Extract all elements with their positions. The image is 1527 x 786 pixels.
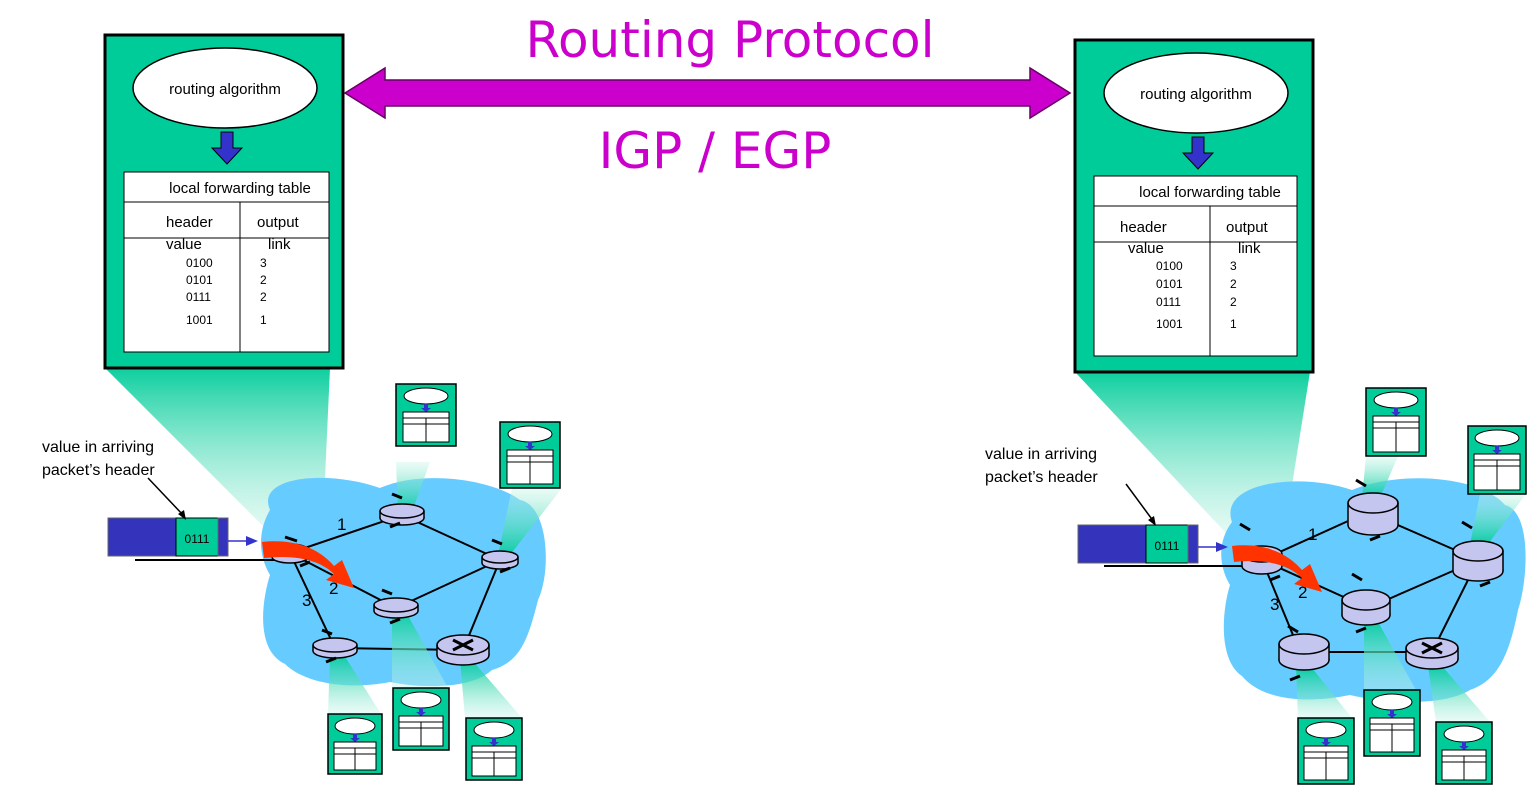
right-small-box-bottom-2: [1363, 689, 1421, 757]
right-row-link-0: 3: [1230, 259, 1237, 273]
right-packet-header-value: 0111: [1155, 539, 1180, 553]
left-row-link-2: 2: [260, 290, 267, 304]
left-row-header-1: 0101: [186, 273, 213, 287]
left-network: 1 2 3 0111 value in arriving packet’s he…: [42, 33, 562, 781]
left-switch-router: [436, 634, 490, 666]
right-network: 1 2 3 0111 value in arriving packet’s he…: [985, 38, 1527, 785]
right-small-box-top: [1365, 387, 1427, 457]
left-table-title: local forwarding table: [169, 180, 311, 197]
right-row-link-1: 2: [1230, 277, 1237, 291]
right-link-label-2: 2: [1298, 583, 1307, 602]
left-router-b: [379, 503, 425, 526]
title-routing-protocol: Routing Protocol: [525, 11, 934, 69]
right-annotation-line1: value in arriving: [985, 446, 1097, 463]
left-row-header-0: 0100: [186, 256, 213, 270]
right-col-header: header: [1120, 219, 1167, 236]
title-igp-egp: IGP / EGP: [599, 122, 832, 180]
right-small-box-bottom-1: [1297, 717, 1355, 785]
left-small-box-top: [395, 383, 457, 447]
right-row-link-3: 1: [1230, 317, 1237, 331]
left-link-label-2: 2: [329, 579, 338, 598]
right-col-output-sub: link: [1238, 240, 1261, 257]
left-link-label-3: 3: [302, 591, 311, 610]
right-down-arrow: [1181, 136, 1215, 170]
left-router-d: [373, 597, 419, 619]
left-col-output-sub: link: [268, 236, 291, 253]
right-row-header-2: 0111: [1156, 295, 1181, 309]
left-small-box-bottom-1: [327, 713, 383, 775]
left-small-box-bottom-2: [392, 687, 450, 751]
right-col-header-sub: value: [1128, 240, 1164, 257]
left-annotation-line1: value in arriving: [42, 439, 154, 456]
right-link-label-3: 3: [1270, 595, 1279, 614]
left-row-link-1: 2: [260, 273, 267, 287]
right-col-output: output: [1226, 219, 1269, 236]
left-col-header: header: [166, 214, 213, 231]
left-forwarding-arrow: [262, 541, 354, 588]
left-col-output: output: [257, 214, 300, 231]
right-switch-router: [1405, 637, 1459, 670]
right-annotation-line2: packet’s header: [985, 469, 1098, 486]
right-row-header-0: 0100: [1156, 259, 1183, 273]
right-link-label-1: 1: [1308, 525, 1317, 544]
right-routing-algorithm-label: routing algorithm: [1140, 86, 1252, 103]
left-routing-algorithm-label: routing algorithm: [169, 81, 281, 98]
left-network-cloud: [261, 477, 546, 687]
left-row-header-3: 1001: [186, 313, 213, 327]
right-forwarding-arrow: [1232, 545, 1322, 592]
left-packet: 0111: [107, 517, 229, 557]
left-down-arrow: [210, 131, 244, 165]
right-small-box-right: [1467, 425, 1527, 495]
right-row-link-2: 2: [1230, 295, 1237, 309]
left-router-e: [312, 637, 358, 659]
left-packet-header-value: 0111: [185, 532, 210, 546]
right-table-title: local forwarding table: [1139, 184, 1281, 201]
left-col-header-sub: value: [166, 236, 202, 253]
left-router-c: [481, 550, 519, 570]
right-row-header-1: 0101: [1156, 277, 1183, 291]
routing-protocol-double-arrow: [343, 66, 1072, 120]
right-router-d: [1341, 589, 1391, 626]
right-small-box-bottom-3: [1435, 721, 1493, 785]
right-packet: 0111: [1077, 524, 1199, 564]
right-routing-box: routing algorithm local forwarding table…: [1073, 38, 1315, 374]
right-row-header-3: 1001: [1156, 317, 1183, 331]
left-link-label-1: 1: [337, 515, 346, 534]
right-router-b: [1347, 492, 1399, 536]
left-row-link-3: 1: [260, 313, 267, 327]
right-router-e: [1278, 633, 1330, 671]
left-annotation-line2: packet’s header: [42, 462, 155, 479]
left-routing-box: routing algorithm local forwarding table…: [103, 33, 345, 370]
left-small-box-bottom-3: [465, 717, 523, 781]
left-row-link-0: 3: [260, 256, 267, 270]
left-small-box-right: [499, 421, 561, 489]
left-row-header-2: 0111: [186, 290, 211, 304]
right-router-c: [1452, 540, 1504, 582]
